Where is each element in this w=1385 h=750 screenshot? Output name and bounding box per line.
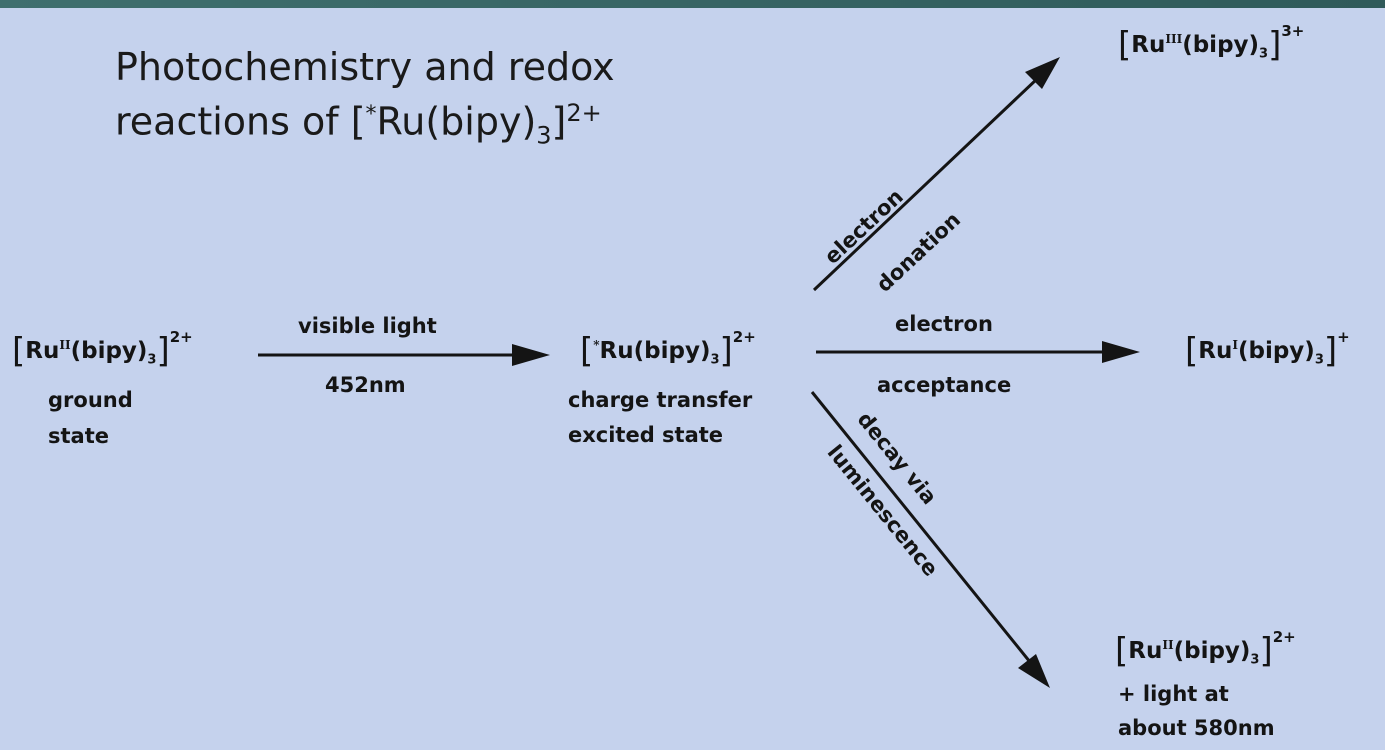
- luminescent-caption-2: about 580nm: [1118, 716, 1275, 740]
- excited-star: *: [593, 338, 600, 352]
- reduced-metal: Ru: [1198, 338, 1233, 364]
- title-line-1: Photochemistry and redox: [115, 45, 615, 89]
- ground-caption-2: state: [48, 424, 109, 448]
- title-charge: 2+: [566, 99, 602, 127]
- decay-arrow-shaft: [810, 391, 1032, 663]
- species-ground: [RuII(bipy)3]2+: [12, 328, 193, 371]
- species-oxidized: [RuIII(bipy)3]3+: [1118, 22, 1305, 65]
- luminescent-sub: 3: [1250, 652, 1260, 668]
- excitation-label-above: visible light: [298, 314, 437, 338]
- acceptance-arrowhead: [1102, 341, 1140, 363]
- acceptance-label-below: acceptance: [877, 373, 1012, 397]
- excited-ligand: (bipy): [633, 338, 711, 364]
- excited-metal: Ru: [599, 338, 634, 364]
- excitation-label-below: 452nm: [325, 373, 406, 397]
- excited-caption-1: charge transfer: [568, 388, 753, 412]
- title-close: ]: [551, 99, 567, 144]
- decay-arrowhead: [1018, 654, 1050, 688]
- oxidized-metal: Ru: [1131, 32, 1166, 58]
- luminescent-metal: Ru: [1128, 638, 1163, 664]
- reduced-charge: +: [1337, 328, 1350, 346]
- excited-charge: 2+: [732, 328, 756, 346]
- ground-metal: Ru: [25, 338, 60, 364]
- acceptance-label-above: electron: [895, 312, 993, 336]
- excited-sub: 3: [710, 352, 720, 368]
- reduced-oxidation: I: [1232, 338, 1238, 352]
- species-reduced: [RuI(bipy)3]+: [1185, 328, 1350, 371]
- reduced-sub: 3: [1314, 352, 1324, 368]
- luminescent-oxidation: II: [1162, 638, 1174, 652]
- excitation-arrowhead: [512, 344, 550, 366]
- ground-sub: 3: [147, 352, 157, 368]
- species-luminescent: [RuII(bipy)3]2+: [1115, 628, 1296, 671]
- luminescent-ligand: (bipy): [1173, 638, 1251, 664]
- reduced-ligand: (bipy): [1237, 338, 1315, 364]
- ground-ligand: (bipy): [70, 338, 148, 364]
- title-prefix: reactions of [: [115, 99, 366, 144]
- donation-arrowhead: [1025, 57, 1060, 89]
- top-accent-bar: [0, 0, 1385, 8]
- title-star: *: [365, 102, 377, 127]
- ground-oxidation: II: [59, 338, 71, 352]
- luminescent-charge: 2+: [1272, 628, 1296, 646]
- ground-caption-1: ground: [48, 388, 133, 412]
- title-core: Ru(bipy): [376, 99, 537, 144]
- oxidized-sub: 3: [1259, 46, 1269, 62]
- title-sub: 3: [536, 121, 552, 150]
- donation-arrow-shaft: [812, 76, 1040, 292]
- oxidized-charge: 3+: [1281, 22, 1305, 40]
- title-line-2: reactions of [*Ru(bipy)3]2+: [115, 90, 615, 158]
- oxidized-ligand: (bipy): [1182, 32, 1260, 58]
- diagram-title: Photochemistry and redox reactions of [*…: [115, 44, 615, 158]
- oxidized-oxidation: III: [1165, 32, 1183, 46]
- luminescent-caption-1: + light at: [1118, 682, 1229, 706]
- ground-charge: 2+: [169, 328, 193, 346]
- excited-caption-2: excited state: [568, 423, 724, 447]
- species-excited: [*Ru(bipy)3]2+: [580, 328, 756, 371]
